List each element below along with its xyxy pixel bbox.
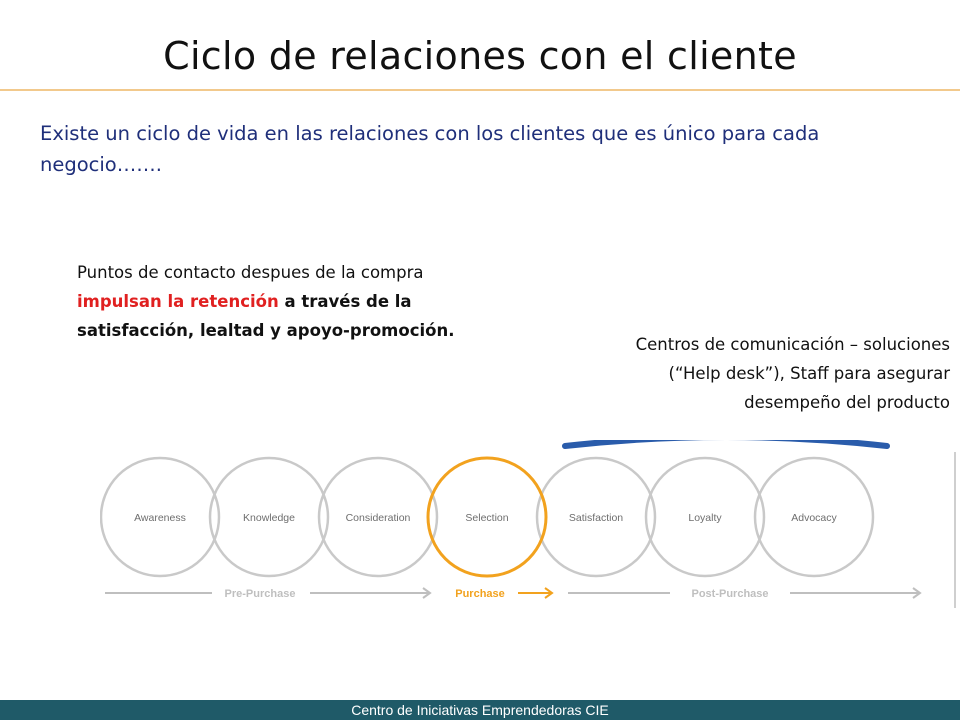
lifecycle-svg: Awareness Knowledge Consideration Selection… xyxy=(100,440,922,600)
arrow-right-icon xyxy=(912,587,922,599)
stage-label-consideration: Consideration xyxy=(346,512,411,524)
phase-pre-purchase: Pre-Purchase xyxy=(105,587,432,600)
stage-label-selection: Selection xyxy=(465,512,508,524)
left-note-part1: Puntos de contacto despues de la compra xyxy=(77,263,424,282)
right-note: Centros de comunicación – soluciones (“H… xyxy=(548,330,950,417)
arrow-right-icon xyxy=(544,587,554,599)
title-divider xyxy=(0,89,960,91)
stage-circle-consideration xyxy=(317,456,439,578)
post-purchase-brace xyxy=(562,440,890,449)
stage-labels: Awareness Knowledge Consideration Selection… xyxy=(134,512,837,524)
phase-label-post-purchase: Post-Purchase xyxy=(691,588,768,600)
stage-label-advocacy: Advocacy xyxy=(791,512,837,524)
stage-label-awareness: Awareness xyxy=(134,512,186,524)
right-note-line2: (“Help desk”), Staff para asegurar xyxy=(668,364,950,383)
stage-circle-satisfaction xyxy=(535,456,657,578)
left-note: Puntos de contacto despues de la compra … xyxy=(77,258,477,345)
right-note-line3: desempeño del producto xyxy=(744,393,950,412)
phase-label-pre-purchase: Pre-Purchase xyxy=(225,588,296,600)
right-note-line1: Centros de comunicación – soluciones xyxy=(635,335,950,354)
stage-label-loyalty: Loyalty xyxy=(688,512,722,524)
stage-circle-selection xyxy=(426,456,548,578)
footer-bar: Centro de Iniciativas Emprendedoras CIE xyxy=(0,700,960,720)
stage-circle-loyalty xyxy=(644,456,766,578)
left-note-part2: a través de la satisfacción, lealtad y a… xyxy=(77,292,455,340)
phase-post-purchase: Post-Purchase xyxy=(568,587,922,600)
phase-label-purchase: Purchase xyxy=(455,588,505,600)
phase-purchase: Purchase xyxy=(455,587,554,600)
stage-label-satisfaction: Satisfaction xyxy=(569,512,623,524)
stage-circle-advocacy xyxy=(753,456,875,578)
stage-circle-knowledge xyxy=(208,456,330,578)
edge-line xyxy=(954,452,956,608)
stage-circle-awareness xyxy=(100,456,221,578)
arrow-right-icon xyxy=(422,587,432,599)
customer-lifecycle-diagram: Awareness Knowledge Consideration Selection… xyxy=(100,440,960,620)
phase-arrows: Pre-Purchase Purchase Post-Purchase xyxy=(105,587,922,600)
stage-circles xyxy=(100,456,875,578)
stage-label-knowledge: Knowledge xyxy=(243,512,295,524)
intro-text: Existe un ciclo de vida en las relacione… xyxy=(40,122,820,176)
left-note-highlight: impulsan la retención xyxy=(77,292,279,311)
slide-title: Ciclo de relaciones con el cliente xyxy=(163,34,797,78)
